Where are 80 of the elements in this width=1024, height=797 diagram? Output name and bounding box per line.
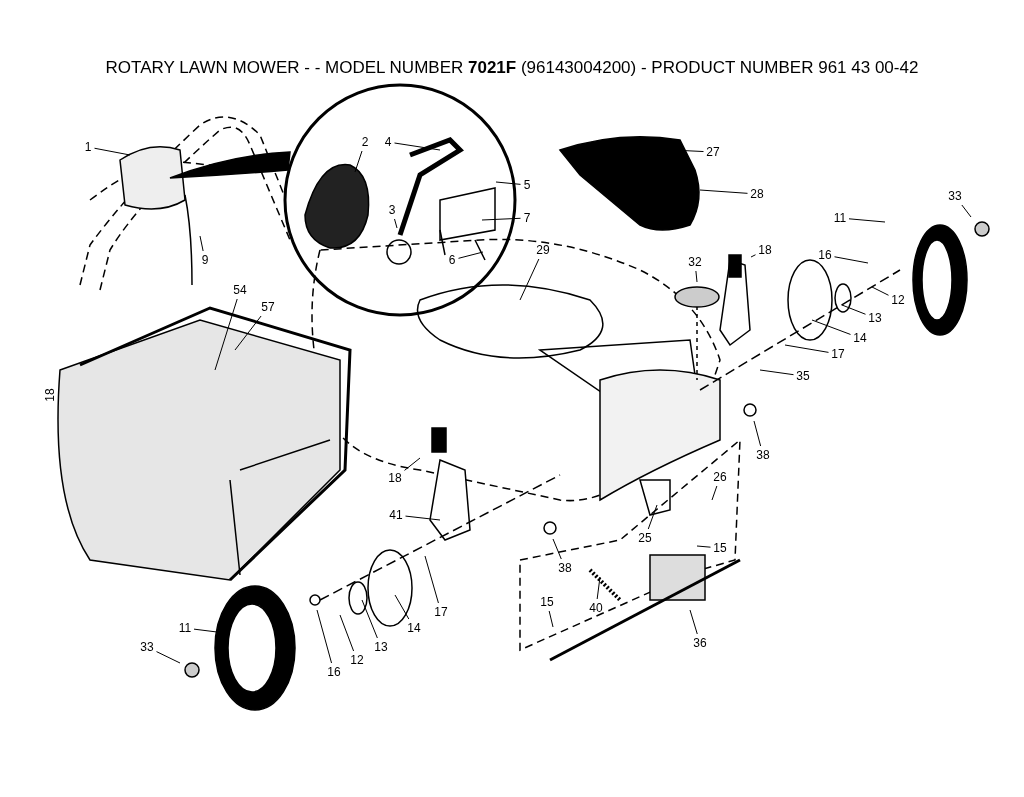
- callout-number: 14: [406, 621, 422, 635]
- leader-line: [961, 204, 972, 218]
- leader-line: [759, 369, 794, 376]
- callout-number: 26: [712, 470, 728, 484]
- callout-number: 5: [522, 178, 532, 192]
- leader-line: [689, 609, 698, 635]
- callout-number: 4: [383, 135, 393, 149]
- leader-line: [784, 344, 829, 353]
- leader-line: [841, 304, 866, 315]
- callout-number: 13: [867, 311, 883, 325]
- leader-line: [552, 538, 562, 560]
- callout-number: 12: [890, 293, 906, 307]
- callout-number: 33: [947, 189, 963, 203]
- callout-number: 38: [557, 561, 573, 575]
- leader-line: [750, 254, 756, 258]
- leader-line: [354, 150, 363, 173]
- callout-number: 9: [200, 253, 210, 267]
- callout-number: 29: [535, 243, 551, 257]
- leader-line: [404, 457, 421, 471]
- callout-number: 35: [795, 369, 811, 383]
- leader-line: [811, 319, 851, 335]
- callout-number: 38: [755, 448, 771, 462]
- callout-number: 7: [522, 211, 532, 225]
- callout-number: 18: [387, 471, 403, 485]
- callout-number: 16: [817, 248, 833, 262]
- callout-number: 17: [830, 347, 846, 361]
- callout-number: 2: [360, 135, 370, 149]
- callout-number: 41: [388, 508, 404, 522]
- leader-line: [596, 576, 601, 600]
- callout-number: 36: [692, 636, 708, 650]
- leader-line: [695, 270, 698, 283]
- leader-line: [696, 545, 711, 548]
- leader-line: [156, 651, 181, 664]
- leader-line: [458, 251, 484, 259]
- callout-number: 18: [43, 387, 57, 403]
- callout-number: 11: [177, 621, 193, 635]
- leader-line: [495, 181, 521, 185]
- leader-line: [548, 610, 554, 628]
- callout-number: 14: [852, 331, 868, 345]
- leader-line: [848, 218, 886, 223]
- leader-line: [834, 256, 869, 264]
- callout-number: 28: [749, 187, 765, 201]
- callout-number: 6: [447, 253, 457, 267]
- leader-line: [405, 515, 441, 521]
- callout-number: 40: [588, 601, 604, 615]
- callout-number: 16: [326, 665, 342, 679]
- callout-number: 32: [687, 255, 703, 269]
- callout-number: 15: [539, 595, 555, 609]
- callout-number: 54: [232, 283, 248, 297]
- leader-line: [753, 420, 762, 447]
- leader-line: [699, 189, 748, 194]
- callout-number: 11: [832, 211, 848, 225]
- leader-line: [647, 504, 658, 530]
- leader-line: [394, 594, 410, 620]
- callout-number: 13: [373, 640, 389, 654]
- callout-number: 57: [260, 300, 276, 314]
- callout-number: 27: [705, 145, 721, 159]
- callout-number: 1: [83, 140, 93, 154]
- leader-line: [711, 485, 718, 501]
- leader-line: [394, 142, 441, 151]
- leader-line: [481, 217, 521, 221]
- leader-line: [871, 286, 889, 296]
- leader-line: [214, 298, 238, 371]
- callout-number: 12: [349, 653, 365, 667]
- leader-line: [519, 258, 540, 301]
- callout-number: 17: [433, 605, 449, 619]
- callout-number: 18: [757, 243, 773, 257]
- leader-line: [234, 315, 262, 351]
- leader-line: [94, 147, 131, 156]
- leader-line: [394, 218, 398, 229]
- leader-line: [199, 235, 204, 252]
- title: ROTARY LAWN MOWER - - MODEL NUMBER 7021F (96143004200) - PRODUCT NUMBER 961 43 00-42: [104, 58, 920, 78]
- callout-number: 3: [387, 203, 397, 217]
- callout-number: 15: [712, 541, 728, 555]
- leader-line: [339, 614, 355, 652]
- leader-line: [424, 555, 439, 604]
- leader-line: [316, 609, 333, 664]
- leader-line: [361, 599, 378, 639]
- callout-number: 33: [139, 640, 155, 654]
- callout-number: 25: [637, 531, 653, 545]
